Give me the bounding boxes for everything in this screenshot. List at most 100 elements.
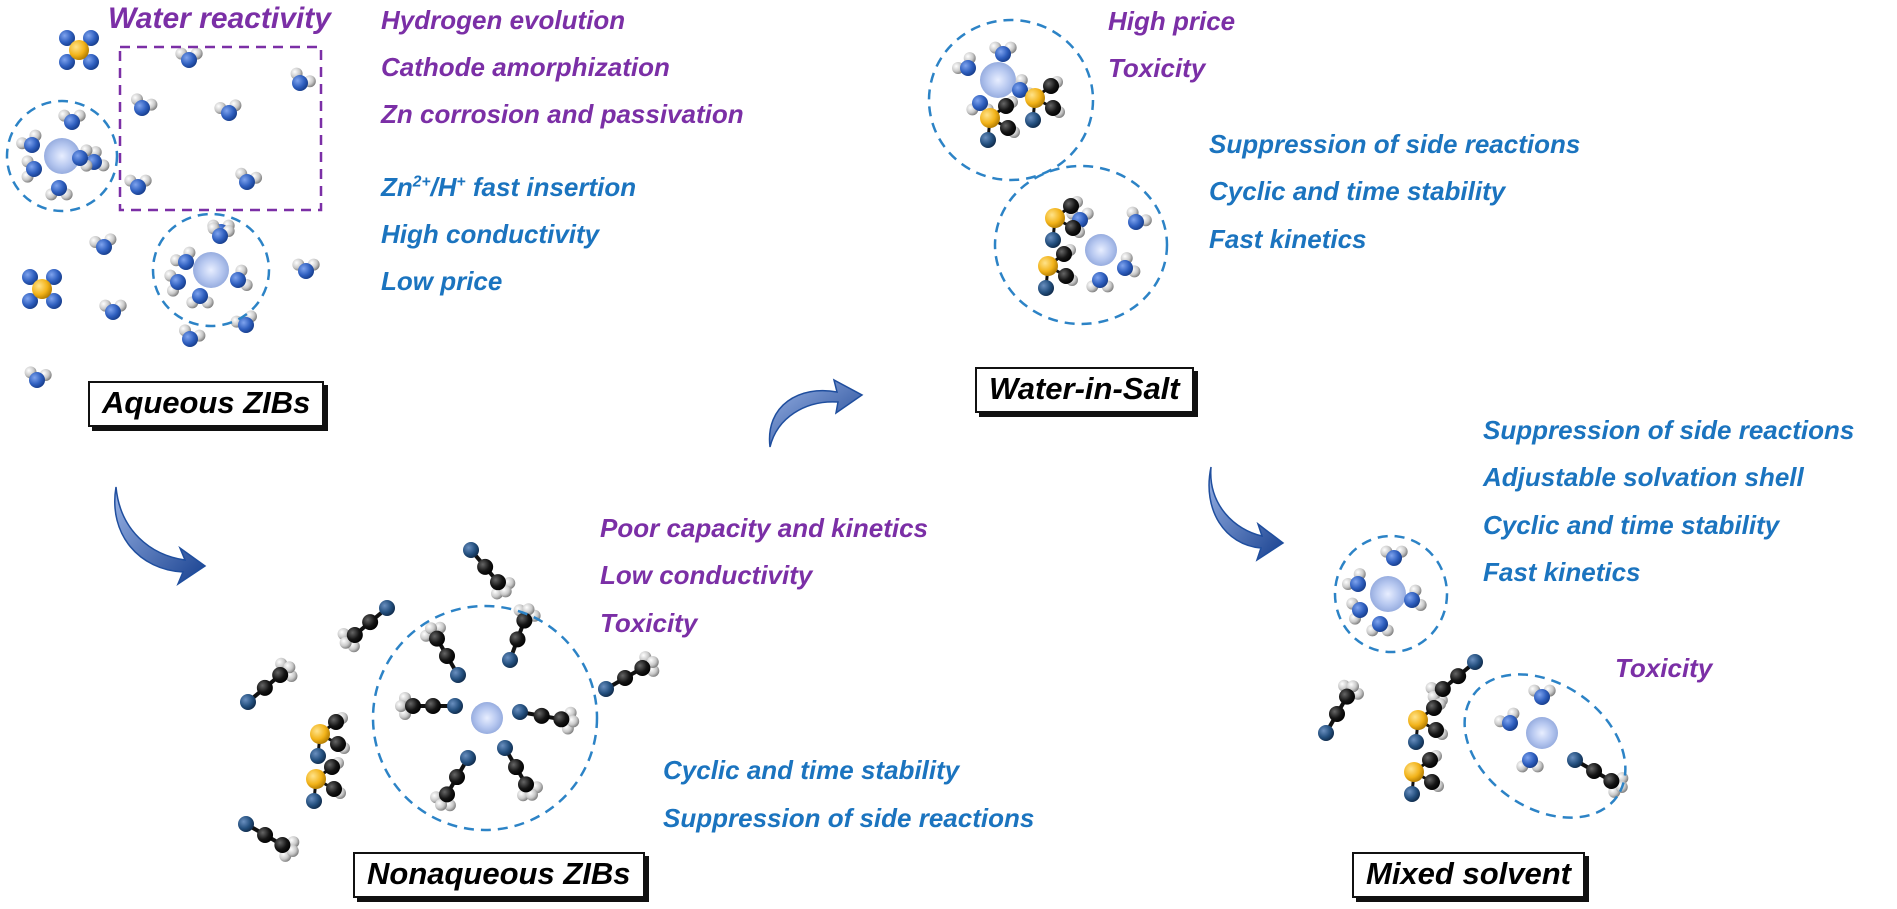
dmso-oxygen-atom (310, 748, 326, 764)
anion-oxygen-atom (22, 269, 38, 285)
carbon-atom (1603, 773, 1620, 789)
nonaq-advantage-2: Suppression of side reactions (663, 803, 1035, 833)
carbon-atom (324, 759, 340, 775)
nitrogen-atom (598, 681, 614, 697)
water-oxygen-atom (995, 46, 1011, 62)
carbon-atom (553, 711, 570, 728)
water-oxygen-atom (292, 75, 308, 91)
water-oxygen-atom (96, 239, 112, 255)
water-oxygen-atom (1092, 272, 1108, 288)
water-oxygen-atom (221, 105, 237, 121)
arrow-nonaqueous-to-wis (768, 378, 864, 448)
carbon-atom (256, 679, 273, 696)
nitrogen-atom (238, 816, 254, 832)
water-oxygen-atom (170, 274, 186, 290)
aqueous-advantage-3: Low price (381, 266, 503, 296)
dmso-sulfur-atom (1025, 88, 1045, 108)
nitrogen-atom (497, 740, 513, 756)
aqueous-advantage-1: Zn2+/H+ fast insertion (381, 174, 636, 200)
carbon-atom (1428, 722, 1444, 738)
dmso-sulfur-atom (1408, 710, 1428, 730)
carbon-atom (518, 776, 534, 793)
water-reactivity-box (118, 45, 323, 212)
zinc-ion (1526, 717, 1558, 749)
mixed-drawback-1: Toxicity (1615, 653, 1713, 683)
aqueous-advantage-1-suffix: fast insertion (465, 172, 637, 202)
dmso-sulfur-atom (1045, 208, 1065, 228)
nitrogen-atom (512, 704, 528, 720)
nitrogen-atom (240, 694, 256, 710)
water-oxygen-atom (1350, 576, 1366, 592)
zinc-ion (44, 138, 80, 174)
water-oxygen-atom (178, 254, 194, 270)
anion-oxygen-atom (59, 54, 75, 70)
carbon-atom (1056, 246, 1072, 262)
carbon-atom (257, 827, 274, 843)
carbon-atom (362, 614, 379, 631)
water-oxygen-atom (182, 331, 198, 347)
aqueous-advantage-2: High conductivity (381, 219, 600, 249)
dmso-oxygen-atom (306, 793, 322, 809)
water-oxygen-atom (134, 100, 150, 116)
anion-oxygen-atom (83, 30, 99, 46)
nitrogen-atom (379, 600, 395, 616)
carbon-atom (516, 612, 533, 629)
water-oxygen-atom (1404, 592, 1420, 608)
dmso-oxygen-atom (1404, 786, 1420, 802)
water-oxygen-atom (130, 179, 146, 195)
wis-solvation-shell-1 (927, 18, 1095, 182)
water-oxygen-atom (105, 304, 121, 320)
carbon-atom (1586, 763, 1603, 779)
carbon-atom (1000, 120, 1016, 136)
nitrogen-atom (1467, 654, 1483, 670)
carbon-atom (405, 698, 421, 714)
water-oxygen-atom (238, 317, 254, 333)
wis-advantage-1: Suppression of side reactions (1209, 129, 1581, 159)
water-oxygen-atom (298, 263, 314, 279)
water-reactivity-label: Water reactivity (108, 2, 331, 35)
water-oxygen-atom (960, 60, 976, 76)
aqueous-advantage-1-mid: /H (430, 172, 457, 202)
nonaq-title: Nonaqueous ZIBs (353, 852, 645, 899)
nitrogen-atom (1318, 725, 1334, 741)
carbon-atom (429, 630, 445, 647)
carbon-atom (346, 626, 363, 643)
carbon-atom (1045, 100, 1061, 116)
wis-solvation-shell-2 (993, 164, 1169, 326)
nonaq-drawback-1: Poor capacity and kinetics (600, 513, 929, 543)
carbon-atom (272, 667, 289, 684)
dmso-sulfur-atom (1038, 256, 1058, 276)
anion-oxygen-atom (22, 293, 38, 309)
water-oxygen-atom (1534, 689, 1550, 705)
aqueous-title: Aqueous ZIBs (88, 381, 325, 428)
dmso-oxygen-atom (980, 132, 996, 148)
carbon-atom (326, 781, 342, 797)
arrow-wis-to-mixed (1208, 466, 1285, 562)
mixed-solvation-shell-2 (1463, 673, 1627, 819)
water-oxygen-atom (230, 272, 246, 288)
carbon-atom (477, 558, 494, 575)
dmso-sulfur-atom (1404, 762, 1424, 782)
dmso-oxygen-atom (1045, 232, 1061, 248)
dmso-oxygen-atom (1038, 280, 1054, 296)
water-oxygen-atom (51, 180, 67, 196)
carbon-atom (1063, 198, 1079, 214)
carbon-atom (617, 670, 634, 686)
nonaq-drawback-3: Toxicity (600, 608, 698, 638)
anion-sulfur-atom (69, 40, 89, 60)
carbon-atom (1426, 700, 1442, 716)
water-oxygen-atom (1012, 82, 1028, 98)
hydrogen-atom (395, 700, 407, 712)
water-oxygen-atom (239, 174, 255, 190)
anion-oxygen-atom (46, 269, 62, 285)
aqueous-drawback-2: Cathode amorphization (381, 52, 670, 82)
carbon-atom (489, 574, 506, 591)
water-oxygen-atom (72, 150, 88, 166)
carbon-atom (1450, 668, 1467, 685)
carbon-atom (1339, 688, 1355, 705)
zinc-ion (1085, 234, 1117, 266)
zinc-ion (471, 702, 503, 734)
water-oxygen-atom (212, 228, 228, 244)
wis-title: Water-in-Salt (975, 367, 1194, 414)
aqueous-solvation-shell-2 (151, 212, 271, 328)
